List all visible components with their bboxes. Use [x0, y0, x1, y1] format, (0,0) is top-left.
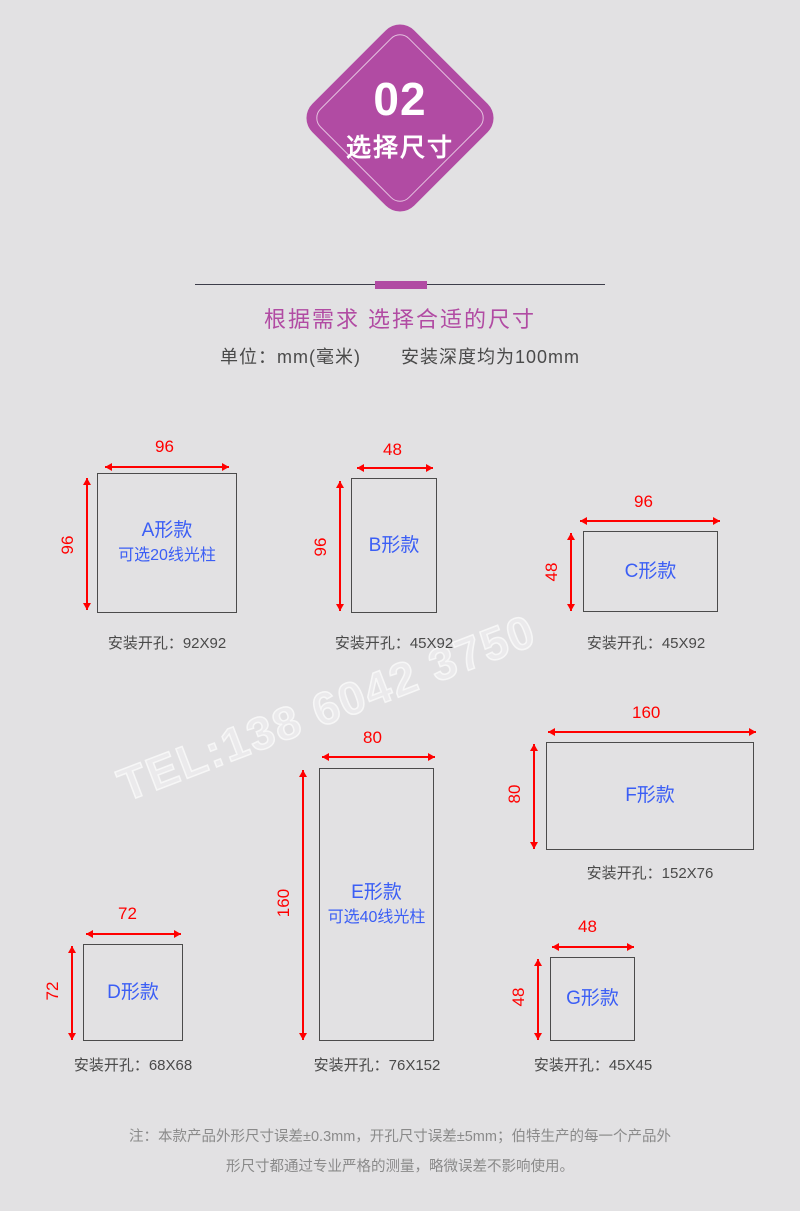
- item-d-width-value: 72: [118, 904, 137, 923]
- item-f-height-value: 80: [505, 784, 524, 804]
- item-a-width-value: 96: [155, 437, 174, 456]
- badge-inner-outline: [310, 28, 490, 208]
- section-subtitle: 单位：mm(毫米) 安装深度均为100mm: [0, 343, 800, 369]
- item-f-box: F形款: [546, 742, 754, 850]
- item-b-width-dimension: [357, 463, 433, 473]
- item-a-note: 可选20线光柱: [118, 547, 216, 565]
- badge-diamond-shape: [298, 16, 502, 220]
- section-badge: 02 选择尺寸: [0, 16, 800, 239]
- item-g-width-dimension: [552, 942, 634, 952]
- footer-note: 注：本款产品外形尺寸误差±0.3mm，开孔尺寸误差±5mm；伯特生产的每一个产品…: [0, 1122, 800, 1182]
- item-e-height-value: 160: [274, 888, 293, 918]
- item-a-label: A形款: [141, 520, 193, 542]
- item-g-width-value: 48: [578, 917, 597, 936]
- item-d-height-value: 72: [43, 981, 62, 1001]
- item-c-width-dimension: [580, 516, 720, 526]
- item-d-width-dimension: [86, 929, 181, 939]
- item-b-height-dimension: [335, 481, 345, 611]
- item-b-box: B形款: [351, 478, 437, 613]
- item-d-height-dimension: [67, 946, 77, 1040]
- item-g-label: G形款: [566, 988, 619, 1010]
- footer-line-1: 注：本款产品外形尺寸误差±0.3mm，开孔尺寸误差±5mm；伯特生产的每一个产品…: [129, 1129, 671, 1145]
- depth-label: 安装深度均为100mm: [400, 347, 581, 367]
- item-e-note: 可选40线光柱: [327, 908, 426, 926]
- item-f-width-dimension: [548, 727, 756, 737]
- item-a-width-dimension: [105, 462, 229, 472]
- item-c-width-value: 96: [634, 492, 653, 511]
- item-g-box: G形款: [550, 957, 635, 1041]
- item-c-caption: 安装开孔：45X92: [586, 635, 706, 652]
- item-a-caption: 安装开孔：92X92: [107, 635, 227, 652]
- item-e-box: E形款 可选40线光柱: [319, 768, 434, 1041]
- item-a-height-value: 96: [58, 535, 77, 555]
- item-f-width-value: 160: [632, 703, 661, 722]
- item-c-box: C形款: [583, 531, 718, 612]
- item-b-caption: 安装开孔：45X92: [334, 635, 454, 652]
- item-e-label: E形款: [351, 881, 402, 903]
- item-f-height-dimension: [529, 744, 539, 849]
- item-b-label: B形款: [368, 534, 420, 556]
- unit-label: 单位：mm(毫米): [219, 347, 361, 367]
- item-e-width-value: 80: [363, 728, 382, 747]
- item-g-height-value: 48: [509, 987, 528, 1007]
- item-d-caption: 安装开孔：68X68: [73, 1057, 193, 1074]
- item-e-width-dimension: [322, 752, 435, 762]
- footer-line-2: 形尺寸都通过专业严格的测量，略微误差不影响使用。: [226, 1159, 574, 1175]
- item-g-height-dimension: [533, 959, 543, 1040]
- item-d-box: D形款: [83, 944, 183, 1041]
- item-b-height-value: 96: [311, 537, 330, 557]
- item-a-height-dimension: [82, 478, 92, 610]
- item-c-height-dimension: [566, 533, 576, 611]
- item-b-width-value: 48: [383, 440, 402, 459]
- divider: [195, 281, 605, 289]
- item-f-caption: 安装开孔：152X76: [586, 865, 714, 882]
- item-e-caption: 安装开孔：76X152: [313, 1057, 441, 1074]
- item-d-label: D形款: [107, 981, 159, 1003]
- item-a-box: A形款 可选20线光柱: [97, 473, 237, 613]
- item-e-height-dimension: [298, 770, 308, 1040]
- section-title: 根据需求 选择合适的尺寸: [263, 307, 537, 332]
- item-c-label: C形款: [624, 560, 677, 582]
- item-f-label: F形款: [625, 785, 675, 807]
- divider-accent-dash: [375, 281, 427, 289]
- item-g-caption: 安装开孔：45X45: [533, 1057, 653, 1074]
- item-c-height-value: 48: [542, 562, 561, 582]
